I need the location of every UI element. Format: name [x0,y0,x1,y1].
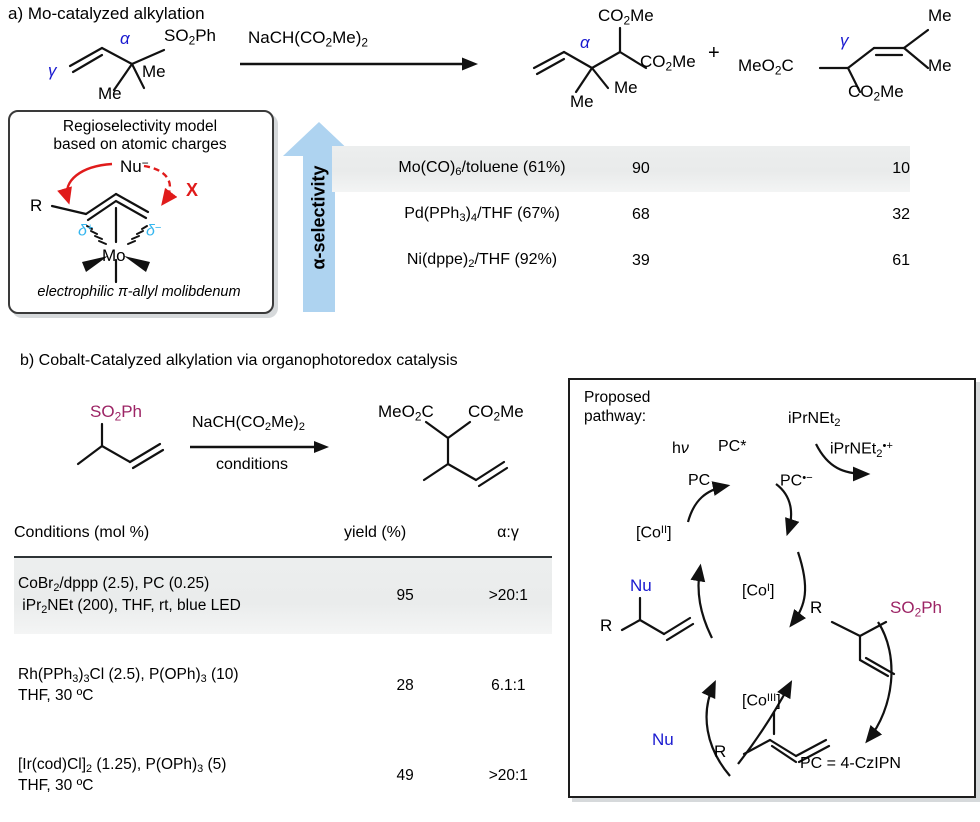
table-row[interactable]: Ni(dppe)2/THF (92%) 39 61 [332,238,910,284]
row-gamma-value: 10 [892,160,910,177]
cycle-r-substrate-label: R [810,598,823,617]
panel-b-reagent-bottom: conditions [216,456,289,473]
panel-b-reagent-top: NaCH(CO2Me)2 [192,414,305,434]
cycle-pc-radical-anion-label: PC•− [780,472,813,490]
panel-a-plus-sign: + [708,42,720,64]
substrate-gamma-label: γ [48,61,58,80]
panel-b-product-structure [422,420,509,488]
panel-a-gamma-product-ester-left: MeO2C [738,56,794,78]
regio-model-delta-minus: δ− [146,222,162,240]
row-ratio: >20:1 [488,767,528,784]
cycle-nu-product-label: Nu [630,576,652,595]
cycle-title: Proposed pathway: [584,389,651,426]
panel-b-substrate-structure [76,422,165,470]
panel-a-results-table: Mo(CO)6/toluene (61%) 90 10 Pd(PPh3)4/TH… [332,146,910,284]
row-gamma-value: 32 [892,206,910,223]
panel-b-title: b) Cobalt-Catalyzed alkylation via organ… [20,352,458,369]
gamma-product-gamma-label: γ [840,31,850,50]
substrate-alpha-label: α [120,29,131,48]
proposed-pathway-box [568,378,976,798]
cycle-amine-label: iPrNEt2 [788,410,841,430]
row-ratio: >20:1 [488,587,528,604]
header-yield: yield (%) [344,524,407,541]
row-conditions: CoBr2/dppp (2.5), PC (0.25) iPr2NEt (200… [18,575,241,617]
alpha-product-alpha-label: α [580,33,591,52]
panel-b-product-ester-left: MeO2C [378,402,434,424]
row-alpha-value: 90 [632,160,650,177]
cycle-substrate-structure [830,620,896,678]
row-alpha-value: 68 [632,206,650,223]
cycle-sulfone-label: SO2Ph [890,598,942,620]
cycle-co-i-label: [CoI] [742,582,775,600]
row-yield: 28 [396,677,414,694]
regio-model-delta-plus: δ+ [78,222,94,240]
panel-a-gamma-product-methyl-top: Me [928,6,952,25]
table-row[interactable]: Pd(PPh3)4/THF (67%) 68 32 [332,192,910,238]
panel-b-results-table: Conditions (mol %) yield (%) α:γ CoBr2/d… [14,524,552,814]
regio-model-metal-label: Mo [102,246,126,265]
row-conditions: Pd(PPh3)4/THF (67%) [404,205,560,225]
cycle-co-iii-label: [CoIII] [742,692,781,710]
row-gamma-value: 61 [892,252,910,269]
regio-model-cross-icon: X [186,180,199,200]
row-conditions: Mo(CO)6/toluene (61%) [398,159,566,179]
cycle-nu-reagent-label: Nu [652,730,674,749]
panel-a-gamma-product-methyl-bottom: Me [928,56,952,75]
cycle-pc-excited-label: PC* [718,438,747,455]
panel-a-substrate-structure: γ α [48,29,166,92]
header-ratio: α:γ [497,524,519,541]
panel-a-reagent-label: NaCH(CO2Me)2 [248,28,368,50]
panel-a-alpha-product-structure: α [532,26,648,94]
panel-a-alpha-product-ester-right: CO2Me [640,52,696,74]
panel-b-substrate-sulfone-label: SO2Ph [90,402,142,424]
regio-model-nucleophile-label: Nu− [120,156,149,176]
panel-b-reaction-arrow [190,441,329,453]
panel-a-gamma-product-ester-bottom: CO2Me [848,82,904,104]
panel-a-gamma-product-structure: γ [818,28,930,94]
panel-a-substrate-sulfone-label: SO2Ph [164,26,216,48]
table-row[interactable]: Mo(CO)6/toluene (61%) 90 10 [332,146,910,192]
cycle-r-allyl-label: R [714,742,727,761]
regio-model-caption: electrophilic π-allyl molibdenum [37,284,241,300]
row-ratio: 6.1:1 [491,677,526,694]
row-conditions: [Ir(cod)Cl]2 (1.25), P(OPh)3 (5)THF, 30 … [18,755,227,795]
regio-model-diagram [50,162,178,284]
alpha-selectivity-arrow [283,122,355,312]
panel-a-alpha-product-ester-top: CO2Me [598,6,654,28]
row-alpha-value: 39 [632,252,650,269]
regio-model-line1: Regioselectivity model [62,118,218,135]
row-yield: 95 [396,587,414,604]
header-conditions: Conditions (mol %) [14,524,150,541]
row-conditions: Rh(PPh3)3Cl (2.5), P(OPh)3 (10)THF, 30 º… [18,665,239,705]
panel-a-title: a) Mo-catalyzed alkylation [8,4,205,23]
panel-a-substrate-methyl-bottom: Me [98,84,122,103]
cycle-footnote: PC = 4-CzIPN [800,755,901,772]
cycle-arrows [686,443,893,777]
row-conditions: Ni(dppe)2/THF (92%) [406,251,558,271]
table-row[interactable]: Rh(PPh3)3Cl (2.5), P(OPh)3 (10)THF, 30 º… [14,648,552,724]
cycle-allyl-co-structure [742,710,831,764]
table-row[interactable]: CoBr2/dppp (2.5), PC (0.25) iPr2NEt (200… [14,558,552,634]
cycle-r-product-label: R [600,616,613,635]
panel-a-reaction-arrow [240,57,478,71]
panel-b-product-ester-right: CO2Me [468,402,524,424]
row-yield: 49 [396,767,414,784]
cycle-product-structure [620,596,695,642]
cycle-hv-label: hν [672,440,689,457]
cycle-amine-radical-cation-label: iPrNEt2•+ [830,440,893,460]
regioselectivity-model-box [8,110,274,314]
table-header-rule [14,556,552,558]
regio-model-line2: based on atomic charges [53,136,227,153]
table-header-row: Conditions (mol %) yield (%) α:γ [14,524,552,554]
table-row[interactable]: [Ir(cod)Cl]2 (1.25), P(OPh)3 (5)THF, 30 … [14,738,552,814]
cycle-co-ii-label: [CoII] [636,524,672,542]
panel-a-alpha-product-methyl-right: Me [614,78,638,97]
panel-a-alpha-product-methyl-bottom: Me [570,92,594,111]
panel-a-substrate-methyl-right: Me [142,62,166,81]
regio-model-r-label: R [30,196,43,215]
cycle-pc-label: PC [688,472,711,489]
